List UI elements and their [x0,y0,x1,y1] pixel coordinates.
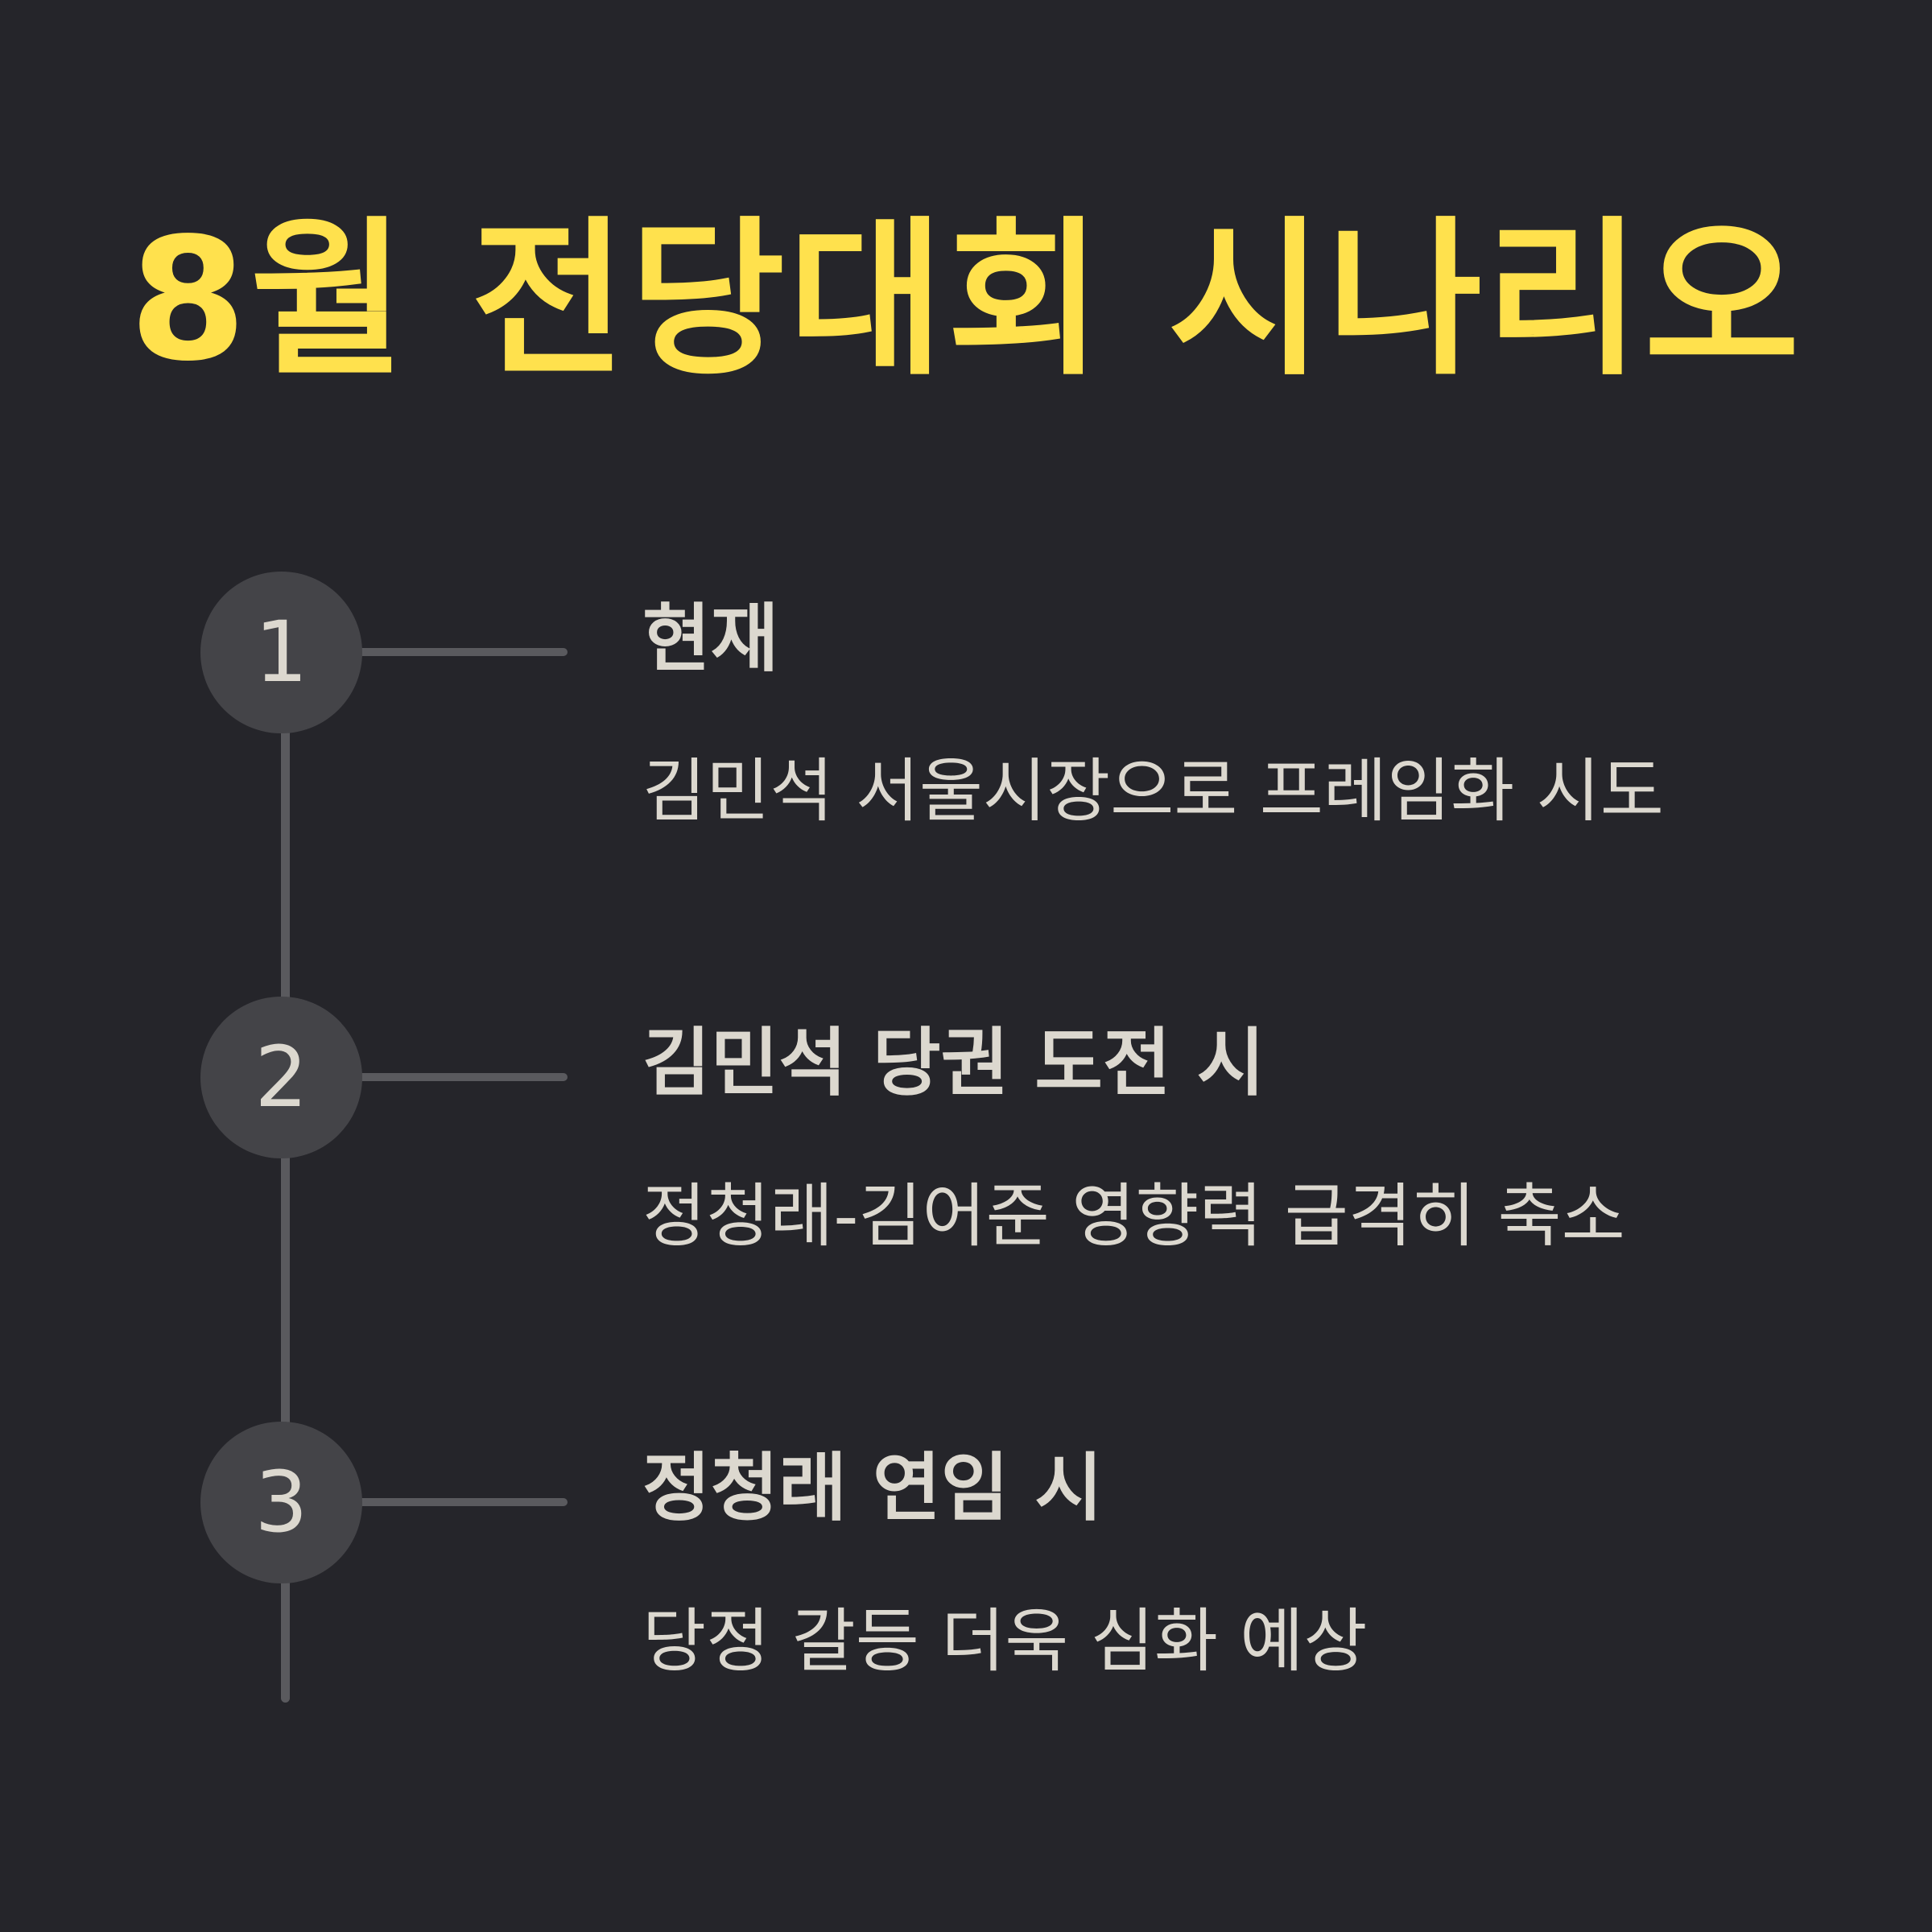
step-description: 당정 갈등 더욱 심화 예상 [642,1601,1368,1682]
timeline-connector [281,1578,290,1703]
step-heading: 정청래 연임 시 [642,1445,1103,1531]
step-connector-line [338,1498,568,1506]
step-description: 정청래-김어준 영향력 급격히 축소 [642,1176,1625,1257]
page-title: 8월 전당대회 시나리오 [129,201,1803,398]
step-connector-line [338,1073,568,1081]
step-number-badge: 1 [200,572,362,733]
step-description: 김민석 서울시장으로 프레임화 시도 [642,751,1664,832]
step-heading: 김민석 당권 도전 시 [642,1020,1265,1106]
step-number-badge: 3 [200,1422,362,1583]
step-heading: 현재 [642,596,779,682]
step-connector-line [338,648,568,656]
timeline-connector [281,724,290,1006]
timeline-connector [281,1151,290,1433]
step-number-badge: 2 [200,997,362,1158]
